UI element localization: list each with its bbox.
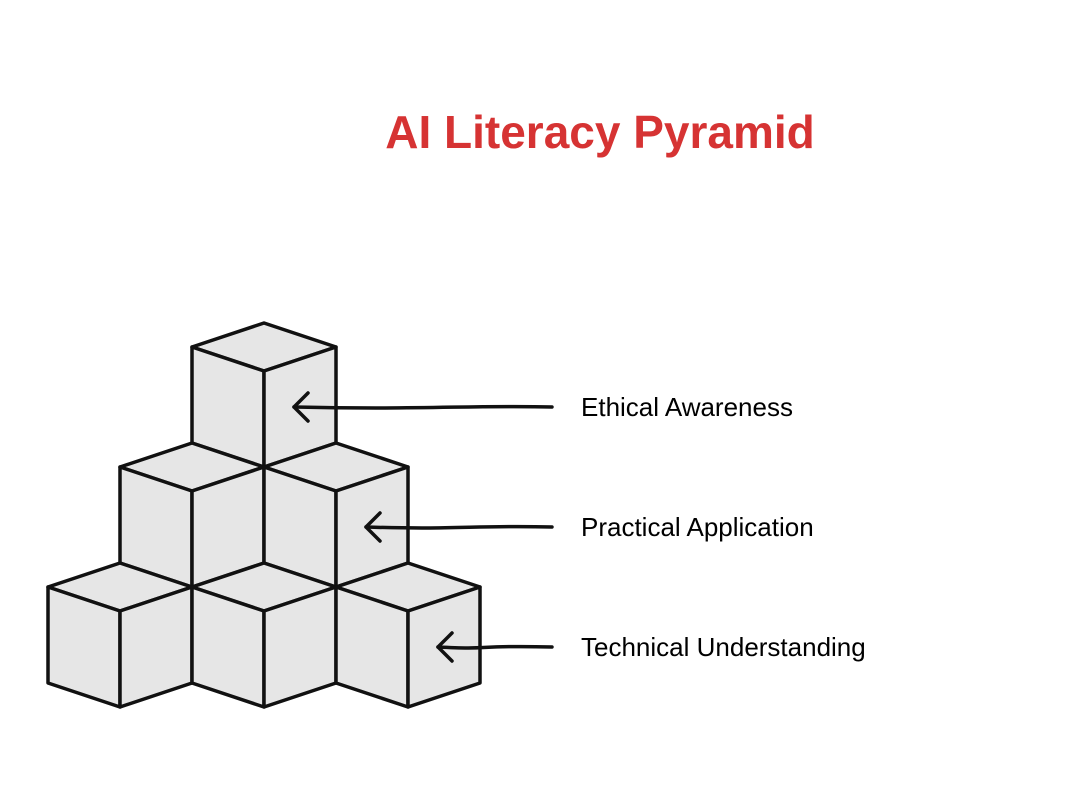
cube-stack	[46, 321, 482, 709]
arrow-left-icon	[292, 391, 554, 423]
level-label-ethical-awareness: Ethical Awareness	[581, 392, 793, 422]
level-label-technical-understanding: Technical Understanding	[581, 632, 866, 662]
page-title: AI Literacy Pyramid	[385, 106, 815, 158]
cube-icon	[334, 561, 482, 709]
level-label-practical-application: Practical Application	[581, 512, 814, 542]
cube-icon	[190, 561, 338, 709]
cube-icon	[118, 441, 266, 589]
arrows	[292, 391, 554, 663]
arrow-left-icon	[436, 631, 554, 663]
cube-icon	[46, 561, 194, 709]
cube-icon	[190, 321, 338, 469]
cube-icon	[262, 441, 410, 589]
arrow-left-icon	[364, 511, 554, 543]
